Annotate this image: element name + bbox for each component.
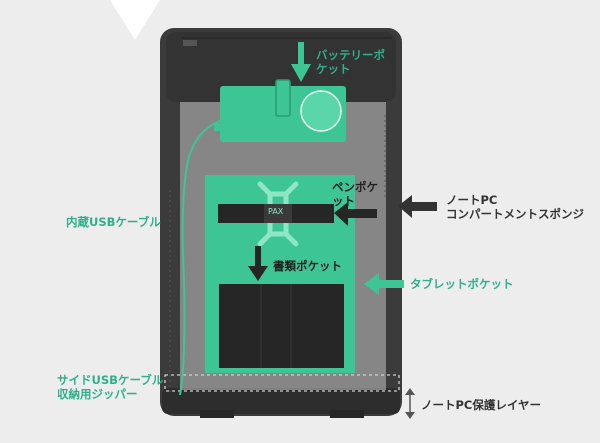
pax-logo-text: PAX — [268, 207, 284, 216]
internal-usb-cable-label: 内蔵USBケーブル — [66, 215, 161, 229]
laptop-compartment-label-line1: ノートPC — [446, 193, 498, 207]
pen-arrow-shaft — [347, 209, 377, 218]
backpack-top-flap — [166, 32, 396, 102]
pen-pocket-label: ペンポケ ット — [332, 180, 378, 208]
battery-port — [214, 123, 220, 131]
double-arrow-vertical-icon — [405, 388, 415, 395]
tablet-pocket-label: タブレットポケット — [410, 277, 514, 291]
bottom-foot-right — [330, 410, 364, 418]
arrow-left-icon — [364, 273, 379, 295]
pen-pocket-label-line1: ペンポケ — [332, 180, 378, 194]
document-pocket — [219, 284, 344, 368]
arrow-down-icon — [248, 266, 268, 281]
arrow-left-icon — [334, 202, 348, 226]
pax-logo — [257, 181, 299, 247]
internal-usb-cable — [179, 119, 223, 396]
logo-badge — [264, 204, 292, 223]
double-arrow-vertical-icon — [405, 412, 415, 419]
battery-arrow-shaft — [298, 42, 304, 66]
battery-pocket-label: バッテリーポ ケット — [316, 48, 385, 76]
bottom-foot-left — [200, 410, 234, 418]
tablet-arrow-shaft — [378, 280, 404, 288]
laptop-protection-layer-label: ノートPC保護レイヤー — [421, 398, 542, 412]
laptop-protection-layer-outline — [164, 374, 400, 392]
battery-circle — [300, 90, 342, 132]
pen-pocket-label-line2: ット — [332, 194, 355, 208]
arrow-down-icon — [291, 64, 311, 82]
laptop-compartment-label: ノートPC コンパートメントスポンジ — [446, 193, 584, 221]
zipper-pull — [183, 40, 197, 46]
laptop-arrow-shaft — [411, 202, 437, 211]
battery-pocket-label-line2: ケット — [316, 62, 351, 76]
background-triangle — [110, 0, 160, 40]
side-usb-zipper-label: サイドUSBケーブル 収納用ジッパー — [57, 373, 163, 401]
backpack-bottom — [162, 388, 400, 414]
side-usb-zipper-label-line2: 収納用ジッパー — [57, 387, 138, 401]
document-arrow-shaft — [255, 246, 261, 268]
arrow-left-icon — [398, 195, 412, 218]
document-pocket-label: 書類ポケット — [273, 259, 342, 273]
side-usb-zipper-label-line1: サイドUSBケーブル — [57, 373, 164, 387]
battery-pocket-label-line1: バッテリーポ — [316, 48, 385, 62]
laptop-compartment-label-line2: コンパートメントスポンジ — [446, 207, 584, 221]
battery-strap — [275, 79, 291, 117]
